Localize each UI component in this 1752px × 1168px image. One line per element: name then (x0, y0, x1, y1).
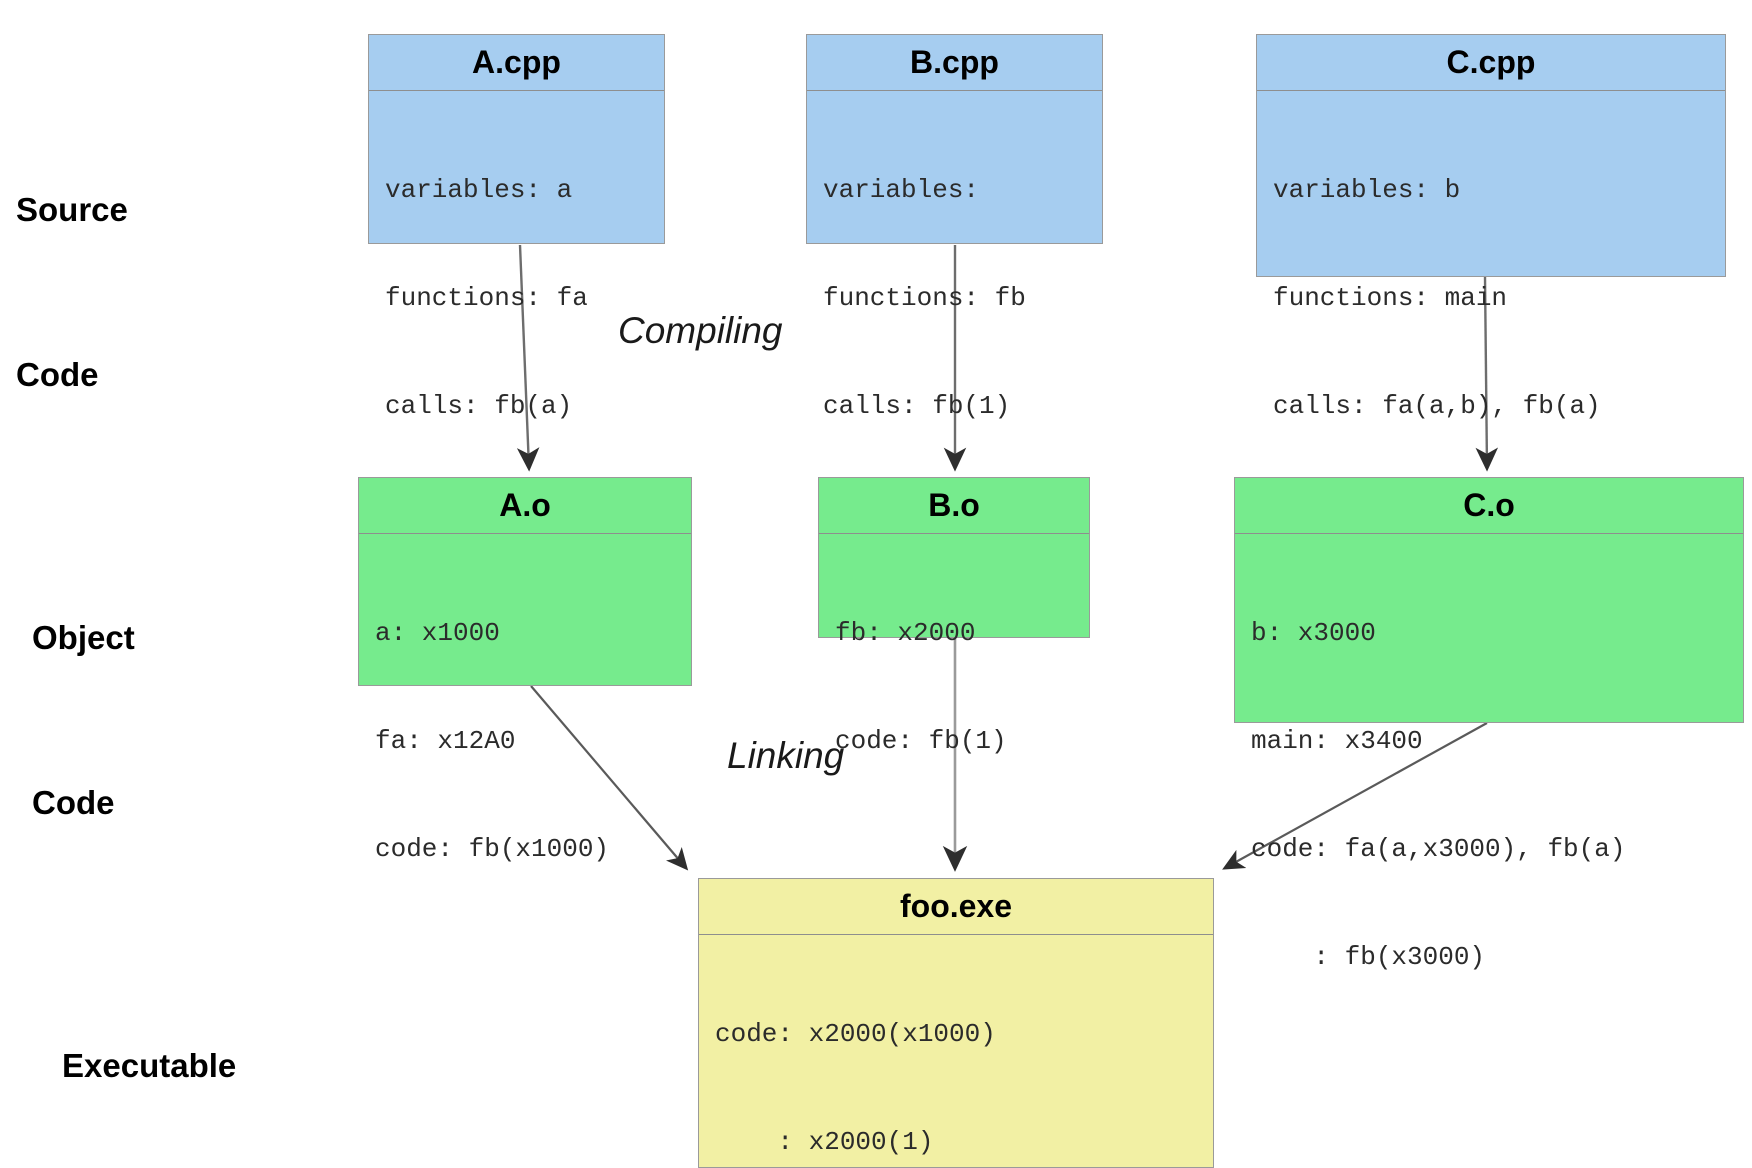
node-c-cpp-line-2: calls: fa(a,b), fb(a) (1273, 391, 1601, 421)
node-a-o-body: a: x1000 fa: x12A0 code: fb(x1000) (359, 534, 691, 947)
node-c-o-line-2: code: fa(a,x3000), fb(a) (1251, 834, 1626, 864)
node-foo-exe-line-1: : x2000(1) (715, 1127, 934, 1157)
node-c-cpp-divider (1257, 90, 1725, 91)
node-c-o-title: C.o (1463, 487, 1515, 523)
node-b-cpp-body: variables: functions: fb calls: fb(1) (807, 91, 1102, 504)
node-a-cpp[interactable]: A.cpp variables: a functions: fa calls: … (368, 34, 665, 421)
node-c-cpp-title: C.cpp (1446, 44, 1536, 80)
row-label-executable: Executable (62, 928, 236, 1168)
node-b-cpp[interactable]: B.cpp variables: functions: fb calls: fb… (806, 34, 1103, 421)
node-a-o-title: A.o (499, 487, 551, 523)
node-a-o-line-0: a: x1000 (375, 618, 500, 648)
node-a-cpp-line-1: functions: fa (385, 283, 588, 313)
row-label-executable-line1: Executable (62, 1047, 237, 1084)
node-foo-exe-title: foo.exe (899, 888, 1013, 924)
node-c-o-line-3: : fb(x3000) (1251, 942, 1486, 972)
node-b-o-title: B.o (928, 487, 980, 523)
node-c-cpp-line-0: variables: b (1273, 175, 1461, 205)
node-a-o-line-2: code: fb(x1000) (375, 834, 610, 864)
node-c-o-line-1: main: x3400 (1251, 726, 1423, 756)
row-label-object-code: Object Code (32, 500, 135, 940)
node-b-cpp-line-2: calls: fb(1) (823, 391, 1011, 421)
node-a-cpp-line-2: calls: fb(a) (385, 391, 573, 421)
node-a-o[interactable]: A.o a: x1000 fa: x12A0 code: fb(x1000) (358, 477, 692, 864)
node-b-o-line-0: fb: x2000 (835, 618, 976, 648)
stage-label-compiling: Compiling (618, 310, 783, 351)
node-b-cpp-line-1: functions: fb (823, 283, 1026, 313)
node-a-cpp-title: A.cpp (472, 44, 561, 80)
node-c-o-divider (1235, 533, 1743, 534)
node-b-cpp-divider (807, 90, 1102, 91)
node-a-o-divider (359, 533, 691, 534)
node-c-o-line-0: b: x3000 (1251, 618, 1376, 648)
node-foo-exe-line-0: code: x2000(x1000) (715, 1019, 996, 1049)
node-b-cpp-line-0: variables: (823, 175, 980, 205)
node-a-o-line-1: fa: x12A0 (375, 726, 516, 756)
node-foo-exe-divider (699, 934, 1213, 935)
stage-label-linking: Linking (727, 735, 845, 776)
node-c-cpp-body: variables: b functions: main calls: fa(a… (1257, 91, 1725, 612)
node-c-o[interactable]: C.o b: x3000 main: x3400 code: fa(a,x300… (1234, 477, 1744, 972)
node-a-cpp-divider (369, 90, 664, 91)
node-b-o[interactable]: B.o fb: x2000 code: fb(1) (818, 477, 1090, 756)
row-label-source-code-line1: Source (16, 191, 128, 228)
node-a-cpp-line-0: variables: a (385, 175, 573, 205)
node-b-o-divider (819, 533, 1089, 534)
node-a-cpp-body: variables: a functions: fa calls: fb(a) (369, 91, 664, 504)
node-c-o-body: b: x3000 main: x3400 code: fa(a,x3000), … (1235, 534, 1743, 1055)
row-label-object-code-line1: Object (32, 619, 135, 656)
row-label-source-code-line2: Code (16, 356, 99, 393)
row-label-object-code-line2: Code (32, 784, 115, 821)
node-b-o-line-1: code: fb(1) (835, 726, 1007, 756)
node-b-cpp-title: B.cpp (910, 44, 999, 80)
node-foo-exe-body: code: x2000(x1000) : x2000(1) : x12A0(x1… (699, 935, 1213, 1168)
node-c-cpp[interactable]: C.cpp variables: b functions: main calls… (1256, 34, 1726, 529)
node-b-o-body: fb: x2000 code: fb(1) (819, 534, 1089, 839)
row-label-source-code: Source Code (16, 72, 128, 512)
node-c-cpp-line-1: functions: main (1273, 283, 1508, 313)
node-foo-exe[interactable]: foo.exe code: x2000(x1000) : x2000(1) : … (698, 878, 1214, 1168)
